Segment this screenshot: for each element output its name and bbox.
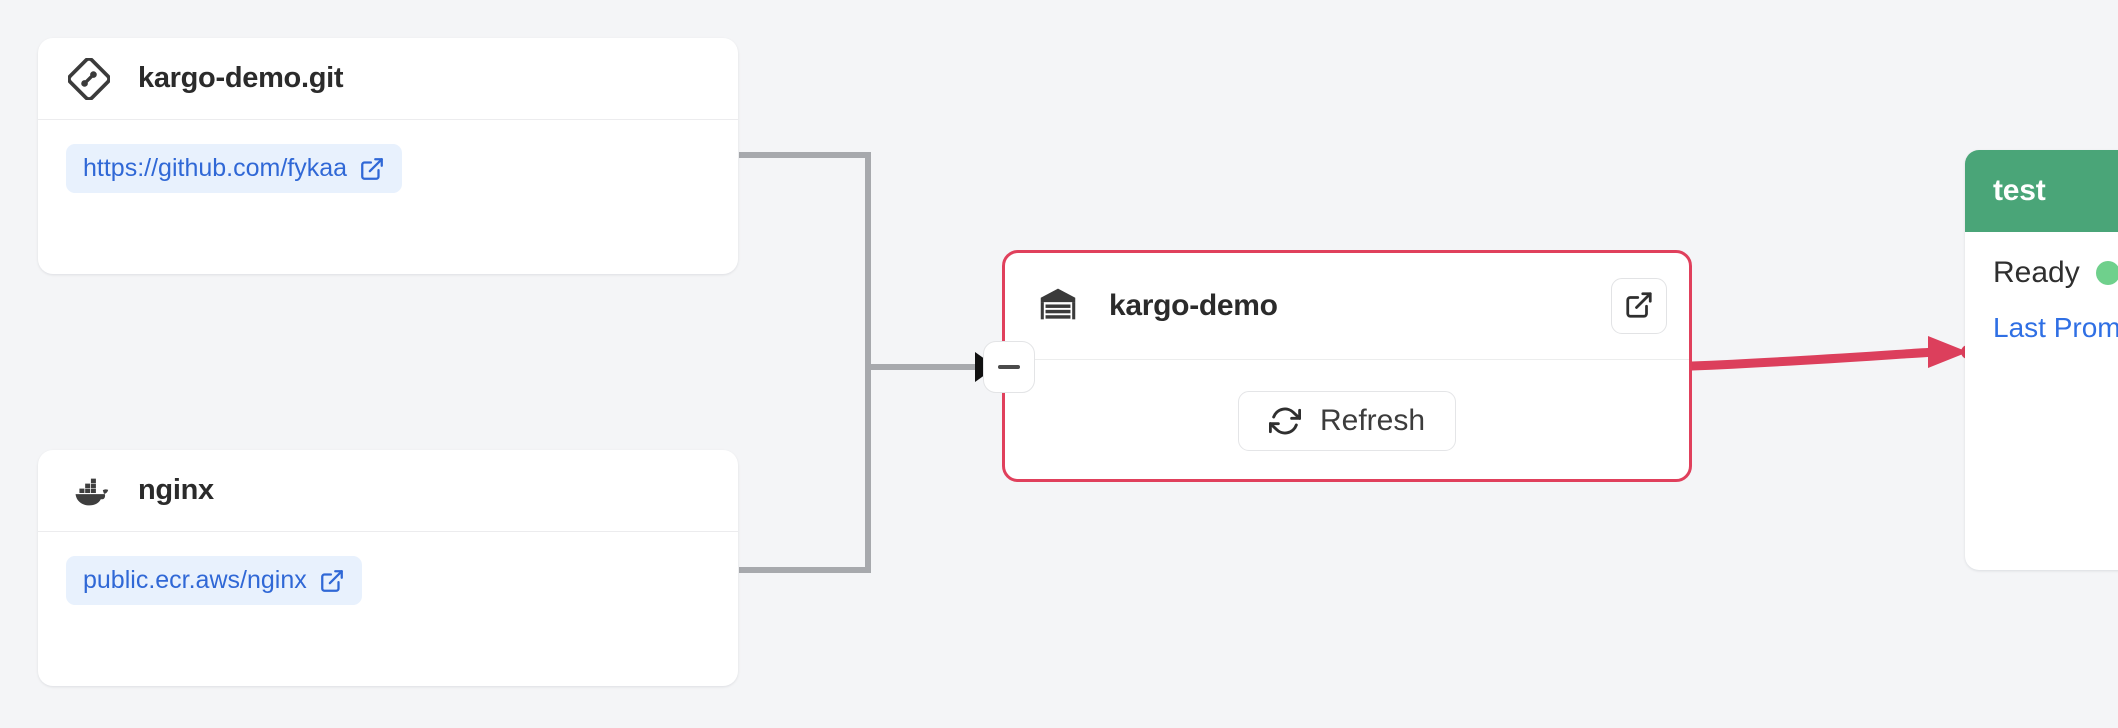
stage-header: test (1965, 150, 2118, 232)
card-header: kargo-demo.git (38, 38, 738, 120)
refresh-button[interactable]: Refresh (1237, 390, 1457, 452)
card-title: nginx (138, 474, 214, 506)
warehouse-header: kargo-demo (1005, 253, 1689, 360)
last-promotion-link[interactable]: Last Prom (1993, 312, 2118, 343)
warehouse-icon (1035, 281, 1081, 332)
card-header: nginx (38, 450, 738, 532)
warehouse-external-link-button[interactable] (1611, 278, 1667, 334)
status-label: Ready (1993, 256, 2080, 289)
minus-icon (998, 365, 1020, 369)
external-link-icon (1624, 290, 1654, 323)
subscription-card-git[interactable]: kargo-demo.git https://github.com/fykaa (38, 38, 738, 274)
refresh-button-label: Refresh (1319, 403, 1426, 437)
warehouse-body: Refresh (1005, 360, 1689, 482)
status-dot-icon (2095, 261, 2118, 285)
subscription-url-chip-image[interactable]: public.ecr.aws/nginx (66, 556, 362, 606)
stage-name: test (1993, 174, 2046, 207)
collapse-warehouse-button[interactable] (983, 341, 1035, 393)
edge-git-to-warehouse (739, 152, 975, 370)
card-title: kargo-demo.git (138, 62, 344, 94)
card-body: public.ecr.aws/nginx (38, 532, 738, 629)
stage-body: Ready Last Prom (1965, 232, 2118, 344)
stage-node-test[interactable]: test Ready Last Prom (1965, 150, 2118, 570)
warehouse-title: kargo-demo (1109, 289, 1278, 322)
external-link-icon (359, 156, 385, 182)
git-repository-icon (66, 56, 112, 102)
edge-warehouse-to-stage (1687, 347, 1940, 371)
warehouse-node[interactable]: kargo-demo (1002, 250, 1692, 482)
subscription-card-image[interactable]: nginx public.ecr.aws/nginx (38, 450, 738, 686)
docker-whale-icon (66, 468, 112, 514)
refresh-icon (1268, 405, 1301, 437)
edge-arrowhead-stage (1928, 336, 1968, 368)
external-link-icon (319, 568, 345, 594)
url-text: public.ecr.aws/nginx (83, 566, 307, 594)
subscription-url-chip-git[interactable]: https://github.com/fykaa (66, 144, 403, 194)
card-body: https://github.com/fykaa (38, 120, 738, 217)
edge-nginx-to-warehouse (739, 364, 975, 573)
status-badge: Ready (1993, 256, 2118, 290)
url-text: https://github.com/fykaa (83, 154, 348, 182)
